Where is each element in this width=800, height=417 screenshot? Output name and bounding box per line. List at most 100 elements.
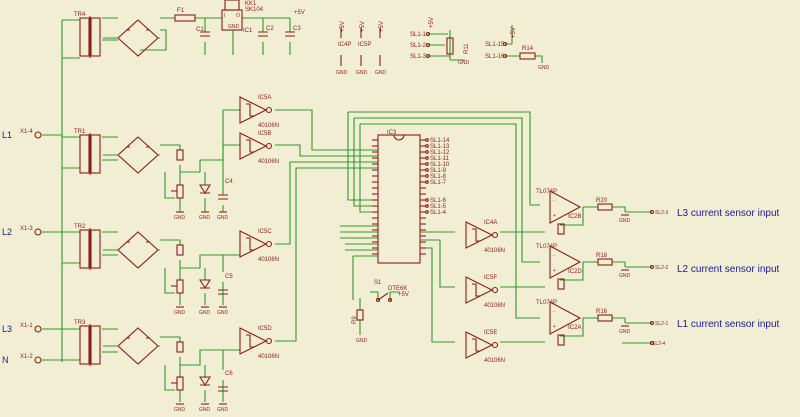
svg-text:+5V: +5V xyxy=(340,21,346,32)
svg-text:IC5A: IC5A xyxy=(258,95,271,101)
regulator-name: KK1 xyxy=(245,1,257,7)
transformer-label: TR3 xyxy=(74,320,86,326)
cap-c2: C2 xyxy=(258,26,274,37)
opamp-group: TL074PIC2B-+R20SL2-3GNDTL074PIC2D-+R18SL… xyxy=(536,189,669,346)
svg-text:GND: GND xyxy=(217,310,229,316)
transformer-tr2: TR2 xyxy=(74,224,101,270)
svg-text:SL1-4: SL1-4 xyxy=(430,210,447,216)
svg-text:IC4A: IC4A xyxy=(484,220,497,226)
svg-text:R16: R16 xyxy=(596,309,608,315)
svg-text:IC2B: IC2B xyxy=(568,214,581,220)
svg-text:GND: GND xyxy=(619,329,631,335)
ic3-notch xyxy=(393,134,405,141)
svg-text:R20: R20 xyxy=(596,198,608,204)
svg-text:+5V: +5V xyxy=(360,21,366,32)
svg-text:SL1-8: SL1-8 xyxy=(430,174,447,180)
ground-symbol: GND xyxy=(217,211,229,221)
sl1-1-label: SL1-1 xyxy=(410,32,427,38)
svg-text:GND: GND xyxy=(217,407,229,413)
svg-text:IC5B: IC5B xyxy=(258,131,271,137)
svg-text:-: - xyxy=(553,309,555,315)
ic3-net-sl1-6: SL1-6 xyxy=(425,198,447,204)
l1-sensor-label: L1 current sensor input xyxy=(677,319,780,330)
rectifier-bridge xyxy=(103,231,160,269)
svg-text:GND: GND xyxy=(174,215,186,221)
ground-symbol: GND xyxy=(174,306,186,316)
rectifier-group xyxy=(103,19,160,365)
sl1-gnd-label: GND xyxy=(458,60,470,66)
svg-text:GND: GND xyxy=(375,70,387,76)
resistor-r9 xyxy=(356,309,364,321)
terminal-pin-label: X1-3 xyxy=(20,226,33,232)
ic3-net-sl1-12: SL1-12 xyxy=(425,150,450,156)
ground-symbol: GND xyxy=(199,403,211,413)
svg-text:IC2A: IC2A xyxy=(568,325,581,331)
switch-gnd: GND xyxy=(356,338,368,344)
ic3-net-sl1-13: SL1-13 xyxy=(425,144,450,150)
pot-r11-label: R11 xyxy=(464,43,470,54)
regulator-out: O xyxy=(236,13,240,19)
terminal-pin-label: X1-2 xyxy=(20,354,33,360)
sl1-15-pin xyxy=(502,41,508,47)
terminal-line-label: L1 xyxy=(2,130,12,140)
svg-text:IC5E: IC5E xyxy=(484,330,497,336)
svg-text:SL1-10: SL1-10 xyxy=(430,162,450,168)
fuse-symbol xyxy=(174,14,196,22)
terminal-pin-label: X1-4 xyxy=(20,129,33,135)
ic3-net-sl1-7: SL1-7 xyxy=(425,180,447,186)
ic3-body xyxy=(377,134,421,264)
l2-sensor-label: L2 current sensor input xyxy=(677,264,780,275)
svg-text:GND: GND xyxy=(199,407,211,413)
inverter-ic5c: IC5C 40106N xyxy=(239,229,279,263)
ic3-net-sl1-11: SL1-11 xyxy=(425,156,450,162)
svg-text:C4: C4 xyxy=(225,179,233,185)
terminal-line-label: L2 xyxy=(2,227,12,237)
switch-part: DTE6K xyxy=(388,286,407,292)
svg-text:SL1-5: SL1-5 xyxy=(430,204,447,210)
sl1-15-label: SL1-15 xyxy=(485,42,505,48)
sl1-vplus-label: +5V xyxy=(429,17,435,28)
svg-text:GND: GND xyxy=(619,218,631,224)
sl1-vplus2-label: +5V xyxy=(511,27,517,38)
ic3-net-sl1-10: SL1-10 xyxy=(425,162,450,168)
svg-text:40106N: 40106N xyxy=(258,257,279,263)
sl2-4-pin xyxy=(649,340,655,346)
cap-c1: C1 xyxy=(196,27,210,37)
fuse-label: F1 xyxy=(177,8,185,14)
wire-network xyxy=(42,17,652,402)
svg-text:SL2-2: SL2-2 xyxy=(655,265,669,271)
svg-text:SL1-12: SL1-12 xyxy=(430,150,450,156)
svg-text:SL1-7: SL1-7 xyxy=(430,180,447,186)
svg-text:TL074P: TL074P xyxy=(536,300,557,306)
svg-text:C1: C1 xyxy=(196,27,204,33)
resistor-r9-label: R9 xyxy=(352,316,358,324)
ground-symbol: GND xyxy=(174,211,186,221)
svg-text:SL2-1: SL2-1 xyxy=(655,321,669,327)
svg-text:C3: C3 xyxy=(293,26,301,32)
svg-text:IC5D: IC5D xyxy=(258,326,272,332)
ic3-net-sl1-9: SL1-9 xyxy=(425,168,447,174)
svg-text:-: - xyxy=(553,253,555,259)
svg-text:C6: C6 xyxy=(225,371,233,377)
ground-symbol: GND xyxy=(199,306,211,316)
ic3-label: IC3 xyxy=(387,130,397,136)
svg-text:IC5C: IC5C xyxy=(258,229,272,235)
ic3-pins: SL1-14SL1-13SL1-12SL1-11SL1-10SL1-9SL1-8… xyxy=(372,138,450,255)
rectifier-bridge xyxy=(103,19,160,57)
regulator-in: I xyxy=(224,13,225,19)
resistor-r14 xyxy=(519,52,536,60)
sl1-2-label: SL1-2 xyxy=(410,43,427,49)
ic3-net-sl1-14: SL1-14 xyxy=(425,138,450,144)
switch-s1: S1 DTE6K +5V R9 GND xyxy=(352,280,409,344)
svg-text:SL1-9: SL1-9 xyxy=(430,168,447,174)
switch-pin-b xyxy=(387,297,393,303)
